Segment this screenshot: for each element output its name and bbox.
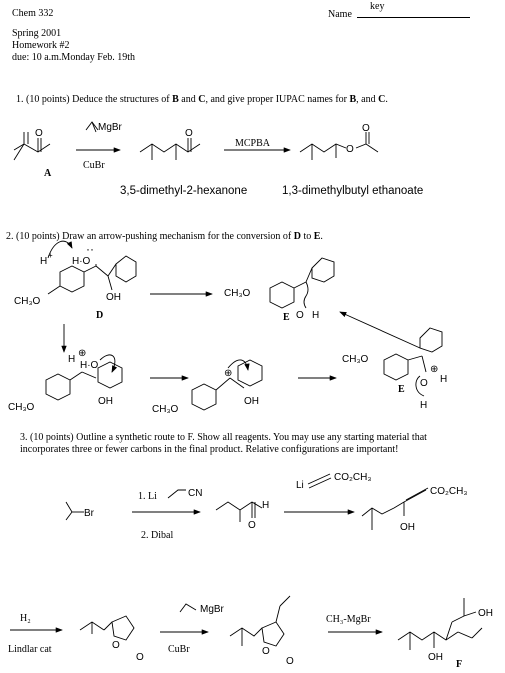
svg-text:O: O	[362, 123, 370, 134]
structure-C: O O	[299, 123, 379, 160]
propargylic-alcohol: OH CO₂CH₃	[361, 486, 467, 533]
svg-text:CO₂CH₃: CO₂CH₃	[430, 486, 467, 497]
atom-O: O	[35, 128, 43, 139]
svg-text:O: O	[248, 520, 256, 531]
label-F: F	[456, 659, 463, 670]
svg-text:OH: OH	[478, 608, 493, 619]
svg-text:⊕: ⊕	[78, 348, 86, 359]
svg-text:Br: Br	[84, 508, 95, 519]
svg-text:OH: OH	[428, 652, 443, 663]
svg-text:H·O: H·O	[72, 256, 91, 267]
isopropyl-bromide: Br	[65, 501, 95, 521]
label-E-second: E	[398, 384, 405, 395]
svg-text:O: O	[420, 378, 428, 389]
name-underline	[357, 17, 470, 18]
grignard-label: MgBr	[98, 122, 123, 133]
svg-text:O: O	[136, 652, 144, 663]
svg-text:CO₂CH₃: CO₂CH₃	[334, 472, 371, 483]
name-value: key	[370, 1, 385, 12]
svg-text:CH₃O: CH₃O	[152, 404, 179, 415]
iupac-name-C: 1,3-dimethylbutyl ethanoate	[282, 185, 424, 197]
intermediate-3: CH₃O ⊕ O H H	[342, 327, 447, 411]
structure-D: H + H·O ·· OH CH₃O	[14, 240, 137, 307]
reagent-cubr: CuBr	[83, 160, 105, 171]
svg-text:H: H	[420, 400, 427, 411]
svg-text:CH₃O: CH₃O	[224, 288, 251, 299]
homework-number: Homework #2	[12, 40, 70, 51]
structure-B: O	[139, 128, 201, 160]
svg-text:O: O	[112, 640, 120, 651]
iupac-name-B: 3,5-dimethyl-2-hexanone	[120, 185, 248, 197]
propyl-grignard-sketch	[179, 603, 197, 613]
svg-text:O: O	[262, 646, 270, 657]
label-E: E	[283, 312, 290, 323]
svg-text:H: H	[312, 310, 319, 321]
due-date: due: 10 a.m.Monday Feb. 19th	[12, 52, 136, 63]
svg-text:CH₃O: CH₃O	[342, 354, 369, 365]
svg-text:··: ··	[86, 242, 94, 256]
svg-text:MgBr: MgBr	[200, 604, 225, 615]
svg-text:+: +	[48, 251, 53, 260]
svg-text:H·O: H·O	[80, 360, 99, 371]
svg-text:OH: OH	[98, 396, 113, 407]
reagent-methyl-grignard: CH₃-MgBr	[326, 614, 371, 625]
reagent-lindlar: Lindlar cat	[8, 644, 52, 655]
svg-text:⊕: ⊕	[224, 368, 232, 379]
intermediate-1: H ⊕ H·O OH CH₃O	[8, 324, 123, 413]
lactone: O O	[229, 595, 294, 667]
svg-text:Li: Li	[296, 480, 304, 491]
svg-text:OH: OH	[244, 396, 259, 407]
svg-text:CN: CN	[188, 488, 202, 499]
q3-prompt-line2: incorporates three or fewer carbons in t…	[20, 444, 399, 455]
arrow-1: MgBr	[76, 121, 123, 153]
term: Spring 2001	[12, 28, 62, 39]
structure-E: CH₃O O H	[224, 257, 335, 321]
label-D: D	[96, 310, 104, 321]
reagent-mcpba: MCPBA	[235, 138, 271, 149]
reagent-dibal: 2. Dibal	[141, 530, 174, 541]
intermediate-2: ⊕ OH CH₃O	[152, 359, 263, 415]
svg-text:H: H	[262, 500, 269, 511]
reagent-li: 1. Li	[138, 491, 157, 502]
svg-text:O: O	[185, 128, 193, 139]
course-title: Chem 332	[12, 8, 54, 19]
svg-text:O: O	[296, 310, 304, 321]
svg-text:H: H	[440, 374, 447, 385]
svg-text:O: O	[286, 656, 294, 667]
product-F: OH OH	[397, 598, 493, 663]
svg-text:OH: OH	[400, 522, 415, 533]
svg-text:⊕: ⊕	[430, 364, 438, 375]
label-A: A	[44, 168, 52, 179]
svg-text:CH₃O: CH₃O	[14, 296, 41, 307]
reagent-cubr-2: CuBr	[168, 644, 190, 655]
svg-text:CH₃O: CH₃O	[8, 402, 35, 413]
svg-text:O: O	[346, 144, 354, 155]
svg-text:OH: OH	[106, 292, 121, 303]
reagent-h2: H₂	[20, 613, 31, 624]
butenolide: O O	[79, 615, 144, 663]
acetonitrile-sketch	[167, 489, 186, 499]
arrow-to-E	[339, 311, 421, 349]
svg-text:H: H	[40, 256, 47, 267]
structure-A: O	[13, 128, 51, 161]
q1-prompt: 1. (10 points) Deduce the structures of …	[16, 94, 388, 105]
aldehyde: O H	[215, 500, 269, 531]
q3-prompt-line1: 3. (10 points) Outline a synthetic route…	[20, 432, 427, 443]
q2-prompt: 2. (10 points) Draw an arrow-pushing mec…	[6, 231, 323, 242]
name-label: Name	[328, 9, 352, 20]
svg-text:H: H	[68, 354, 75, 365]
